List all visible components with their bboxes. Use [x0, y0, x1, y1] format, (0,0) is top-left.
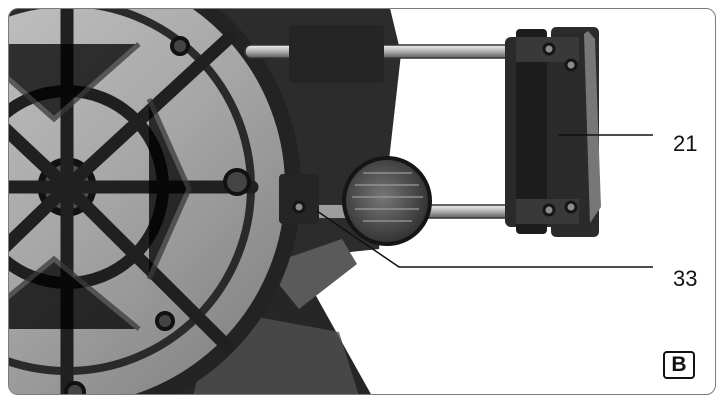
callout-33: 33	[673, 266, 698, 291]
frame-bolts	[292, 42, 578, 217]
guard-ribs	[9, 42, 192, 331]
rail-end-frame	[505, 27, 601, 237]
machine-photo	[9, 9, 653, 394]
motor-housing	[342, 156, 432, 246]
view-label-b: B	[663, 351, 695, 379]
arm-bracket	[264, 239, 357, 309]
callout-21: 21	[673, 131, 698, 156]
figure-frame: 21 33 B	[8, 8, 716, 395]
callout-line-33	[316, 210, 653, 268]
motor-fins	[352, 172, 423, 222]
guard-bolts	[64, 36, 251, 394]
